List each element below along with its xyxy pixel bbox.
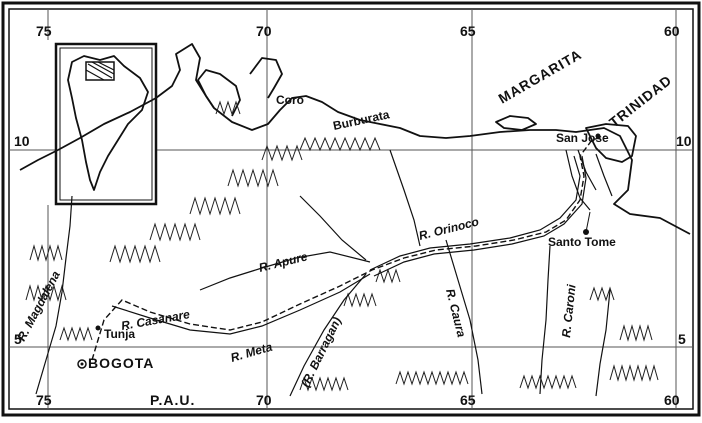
place-margarita: MARGARITA: [496, 46, 585, 107]
trinidad-island: [585, 123, 637, 163]
place-bogota: BOGOTA: [88, 355, 154, 371]
lon-top-75: 75: [36, 23, 52, 39]
river-label-caura: R. Caura: [443, 287, 469, 339]
place-markers: [77, 133, 601, 369]
bogota-marker: [77, 359, 87, 369]
south-america-outline: [67, 55, 149, 191]
mountain-ranges: [25, 100, 659, 392]
expedition-route: [91, 135, 607, 361]
inner-frame: [8, 8, 694, 410]
barragan-river: [289, 273, 367, 397]
graticule: [9, 9, 693, 409]
river-label-magdalena: R. Magdalena: [14, 268, 63, 343]
lon-top-65: 65: [460, 23, 476, 39]
san-jose-marker: [595, 133, 601, 139]
lat-right-10: 10: [676, 133, 692, 149]
meta-river: [111, 273, 371, 335]
lat-left-5: 5: [14, 331, 22, 347]
river-label-orinoco: R. Orinoco: [417, 214, 480, 242]
river-label-casanare: R. Casanare: [120, 307, 191, 333]
lon-bottom-60: 60: [664, 392, 680, 408]
caroni-river: [539, 245, 551, 395]
orinoco-river: [369, 155, 581, 271]
magdalena-river: [35, 195, 73, 395]
lon-top-70: 70: [256, 23, 272, 39]
tunja-marker: [95, 325, 101, 331]
margarita-island: [495, 115, 537, 131]
footer-credit: P.A.U.: [150, 392, 195, 408]
lon-bottom-65: 65: [460, 392, 476, 408]
place-tunja: Tunja: [104, 327, 135, 341]
lon-bottom-75: 75: [36, 392, 52, 408]
lon-top-60: 60: [664, 23, 680, 39]
caura-river: [445, 239, 483, 395]
river-label-caroni: R. Caroni: [559, 283, 579, 338]
place-santo-tome: Santo Tome: [548, 235, 616, 249]
maracaibo-lake: [197, 69, 241, 117]
place-coro: Coro: [276, 93, 304, 107]
lat-left-10: 10: [14, 133, 30, 149]
place-burburata: Burburata: [332, 107, 391, 133]
place-trinidad: TRINIDAD: [606, 72, 675, 131]
lon-bottom-70: 70: [256, 392, 272, 408]
coro-peninsula: [249, 57, 283, 99]
apure-river: [199, 251, 371, 291]
coordinate-labels: 75 70 65 60 75 70 65 60 10 5 10 5: [14, 23, 692, 408]
place-san-jose: San Jose: [556, 131, 609, 145]
inset-focus-area: [85, 61, 115, 81]
lat-right-5: 5: [678, 331, 686, 347]
river-label-apure: R. Apure: [257, 249, 309, 275]
caribbean-coastline: [19, 43, 691, 235]
river-label-barragan: (R. Barragan): [298, 315, 344, 389]
rivers: [35, 149, 611, 397]
